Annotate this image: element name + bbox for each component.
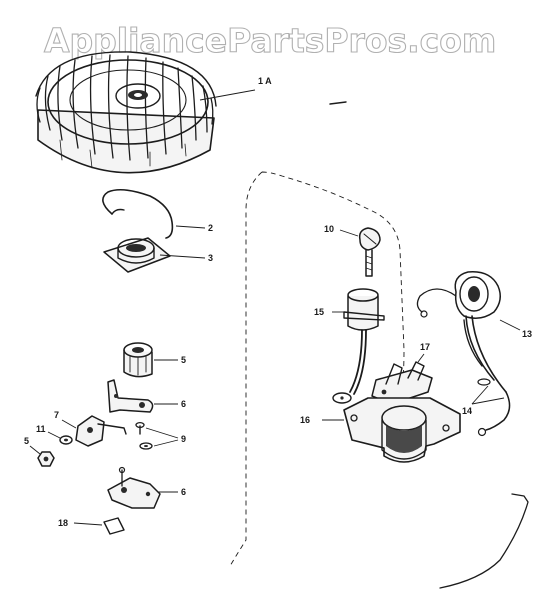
breaker-arm-part[interactable] xyxy=(107,379,154,413)
callout-2: 2 xyxy=(208,223,213,233)
flywheel-part[interactable] xyxy=(35,51,217,174)
retainer-spring-part[interactable] xyxy=(102,188,174,239)
callout-18: 18 xyxy=(58,518,68,528)
stray-mark-bottom xyxy=(439,493,529,589)
felt-part[interactable] xyxy=(103,517,125,535)
callout-16: 16 xyxy=(300,415,310,425)
callout-14: 14 xyxy=(462,406,472,416)
coil-bracket-part[interactable] xyxy=(371,361,433,405)
callout-15: 15 xyxy=(314,307,324,317)
screw-washer-part[interactable] xyxy=(135,421,153,450)
ignition-coil-part[interactable] xyxy=(416,271,511,437)
condenser-part[interactable] xyxy=(332,288,385,404)
cam-part[interactable] xyxy=(123,342,153,378)
armature-housing-part[interactable] xyxy=(343,397,461,463)
assembly-dashed-line xyxy=(229,171,405,567)
washer-part[interactable] xyxy=(59,435,73,445)
callout-6-lower: 6 xyxy=(181,487,186,497)
stray-mark-top xyxy=(329,101,347,105)
nut-part[interactable] xyxy=(37,451,55,467)
callout-13: 13 xyxy=(522,329,532,339)
contact-point-part[interactable] xyxy=(75,415,127,447)
callout-9: 9 xyxy=(181,434,186,444)
callout-10: 10 xyxy=(324,224,334,234)
callout-5-lower: 5 xyxy=(24,436,29,446)
callout-7: 7 xyxy=(54,410,59,420)
callout-1a: 1 A xyxy=(258,76,272,86)
callout-17: 17 xyxy=(420,342,430,352)
callout-3: 3 xyxy=(208,253,213,263)
coil-screw-part[interactable] xyxy=(358,227,381,277)
callout-6-upper: 6 xyxy=(181,399,186,409)
bracket-part[interactable] xyxy=(107,466,161,509)
watermark: AppliancePartsPros.com xyxy=(44,21,496,60)
callout-5-upper: 5 xyxy=(181,355,186,365)
callout-11: 11 xyxy=(36,424,46,434)
collar-part[interactable] xyxy=(103,237,171,273)
